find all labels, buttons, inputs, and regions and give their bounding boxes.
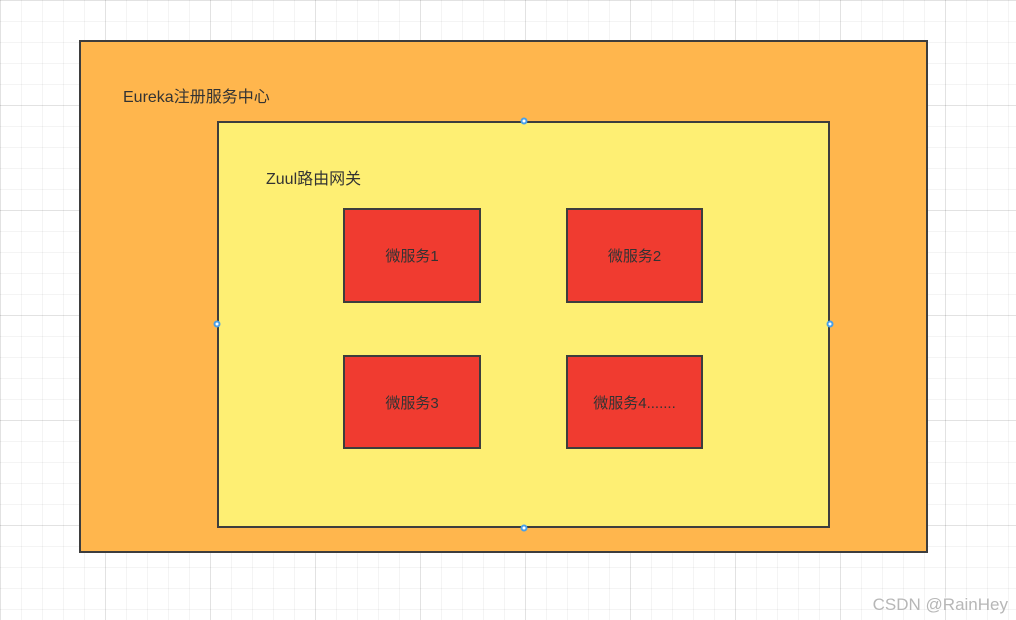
microservice-3-label: 微服务3	[385, 394, 439, 412]
microservice-4-label: 微服务4.......	[593, 394, 676, 412]
selection-handle-left[interactable]	[213, 320, 221, 328]
eureka-container-label: Eureka注册服务中心	[123, 89, 270, 106]
selection-handle-top[interactable]	[520, 117, 528, 125]
microservice-1-label: 微服务1	[385, 248, 439, 265]
microservice-4-shape[interactable]: 微服务4.......	[566, 355, 703, 449]
zuul-gateway-shape[interactable]: Zuul路由网关	[217, 121, 830, 528]
selection-handle-bottom[interactable]	[520, 524, 528, 532]
microservice-2-shape[interactable]: 微服务2	[566, 208, 703, 303]
microservice-3-shape[interactable]: 微服务3	[343, 355, 481, 449]
csdn-watermark: CSDN @RainHey	[872, 595, 1008, 614]
microservice-2-label: 微服务2	[607, 248, 662, 265]
selection-handle-right[interactable]	[826, 320, 834, 328]
zuul-gateway-label: Zuul路由网关	[266, 171, 362, 188]
microservice-1-shape[interactable]: 微服务1	[343, 208, 481, 303]
